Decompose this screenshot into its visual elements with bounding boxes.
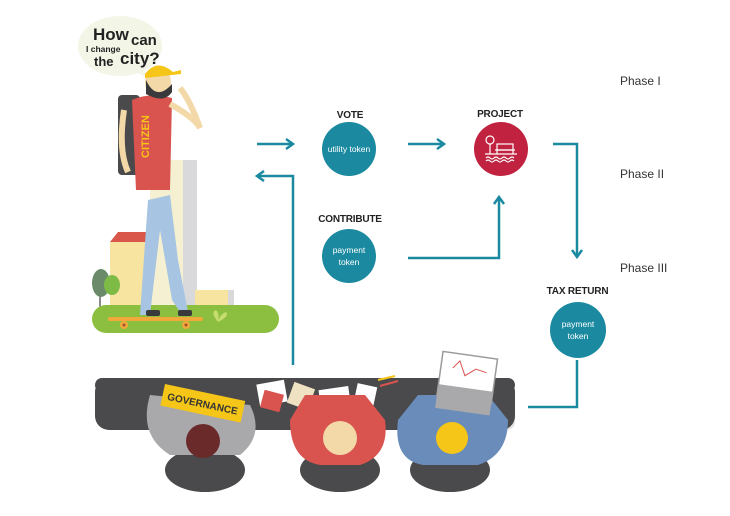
speech-text-how: How <box>93 25 129 44</box>
skateboard <box>108 317 203 329</box>
tax-return-circle[interactable]: payment token <box>550 302 606 358</box>
citizen-shirt-label: CITIZEN <box>140 115 152 158</box>
project-circle[interactable] <box>474 122 528 176</box>
flow-arrows <box>254 137 584 409</box>
contribute-circle[interactable]: payment token <box>322 229 376 283</box>
trees <box>92 269 120 308</box>
citizen-figure <box>118 65 203 316</box>
contribute-token-text-1: payment <box>332 245 366 255</box>
contribute-title: CONTRIBUTE <box>318 214 382 225</box>
speech-text-change: I change <box>86 44 121 54</box>
contribute-token-text-2: token <box>338 257 360 267</box>
speech-text-can: can <box>131 32 157 49</box>
governance-table-scene <box>95 350 515 492</box>
phase-2-label: Phase II <box>620 167 665 181</box>
speech-bubble-shape <box>78 16 162 76</box>
vote-title: VOTE <box>336 110 364 121</box>
tax-return-token-text-2: token <box>567 331 589 341</box>
vote-token-text: utility token <box>327 144 371 154</box>
park-bench-tree-icon <box>485 135 517 163</box>
vote-circle[interactable]: utility token <box>322 122 376 176</box>
phase-1-label: Phase I <box>620 74 661 88</box>
tax-return-token-text-1: payment <box>561 319 595 329</box>
speech-text-the: the <box>94 54 114 69</box>
tax-return-title: TAX RETURN <box>546 286 609 297</box>
project-title: PROJECT <box>477 109 523 120</box>
phase-3-label: Phase III <box>620 261 668 275</box>
speech-text-city: city? <box>120 49 160 68</box>
